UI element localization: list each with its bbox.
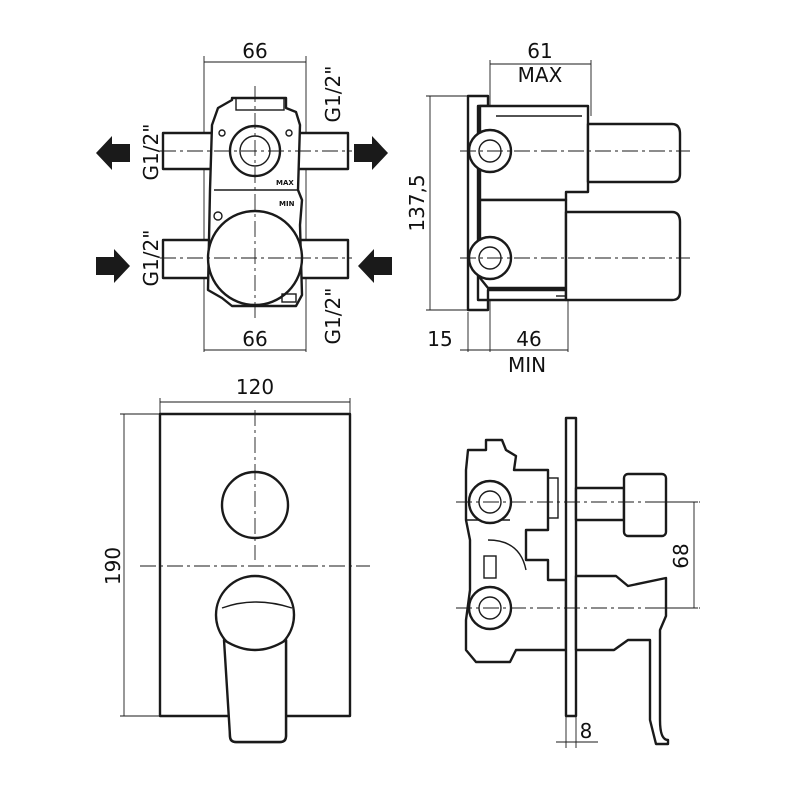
- thread-left-upper: G1/2": [139, 124, 163, 181]
- dim-height: 137,5: [405, 174, 429, 231]
- arrow-in-left-icon: [96, 249, 130, 283]
- arrow-out-right-icon: [354, 136, 388, 170]
- diverter-knob-side: [622, 472, 668, 538]
- right-lower-pipe: [294, 238, 350, 280]
- dim-depth-min: 46: [516, 327, 541, 351]
- upper-spindle: [586, 122, 682, 184]
- dim-height-trim: 190: [101, 547, 125, 585]
- installed-body: [464, 438, 568, 664]
- lower-spindle: [564, 210, 682, 302]
- front-view-body: MAX MIN 66 66 G1/2" G1/2" G1/2" G1/2": [96, 39, 392, 352]
- side-view-installed: 68 8: [456, 416, 700, 748]
- wall-plate: [564, 416, 578, 718]
- thread-bottom-right: G1/2": [321, 288, 345, 345]
- dim-spacing: 68: [669, 543, 693, 568]
- arrow-in-right-icon: [358, 249, 392, 283]
- dim-width-top: 66: [242, 39, 267, 63]
- dim-width-trim: 120: [236, 375, 274, 399]
- side-view-body: 61 MAX 137,5 15 46 MIN: [405, 39, 690, 377]
- label-min-depth: MIN: [508, 353, 546, 377]
- label-max: MAX: [276, 179, 294, 187]
- thread-top-right: G1/2": [321, 66, 345, 123]
- front-view-trim: 120 190: [101, 375, 370, 744]
- dim-plate: 8: [580, 719, 593, 743]
- label-max-depth: MAX: [518, 63, 563, 87]
- left-lower-pipe: [161, 238, 217, 280]
- dim-offset: 15: [427, 327, 452, 351]
- arrow-out-left-icon: [96, 136, 130, 170]
- dim-depth-max: 61: [527, 39, 552, 63]
- dim-width-bottom: 66: [242, 327, 267, 351]
- lever-side: [574, 574, 670, 746]
- label-min: MIN: [279, 200, 295, 208]
- thread-left-lower: G1/2": [139, 230, 163, 287]
- side-body: [478, 104, 590, 202]
